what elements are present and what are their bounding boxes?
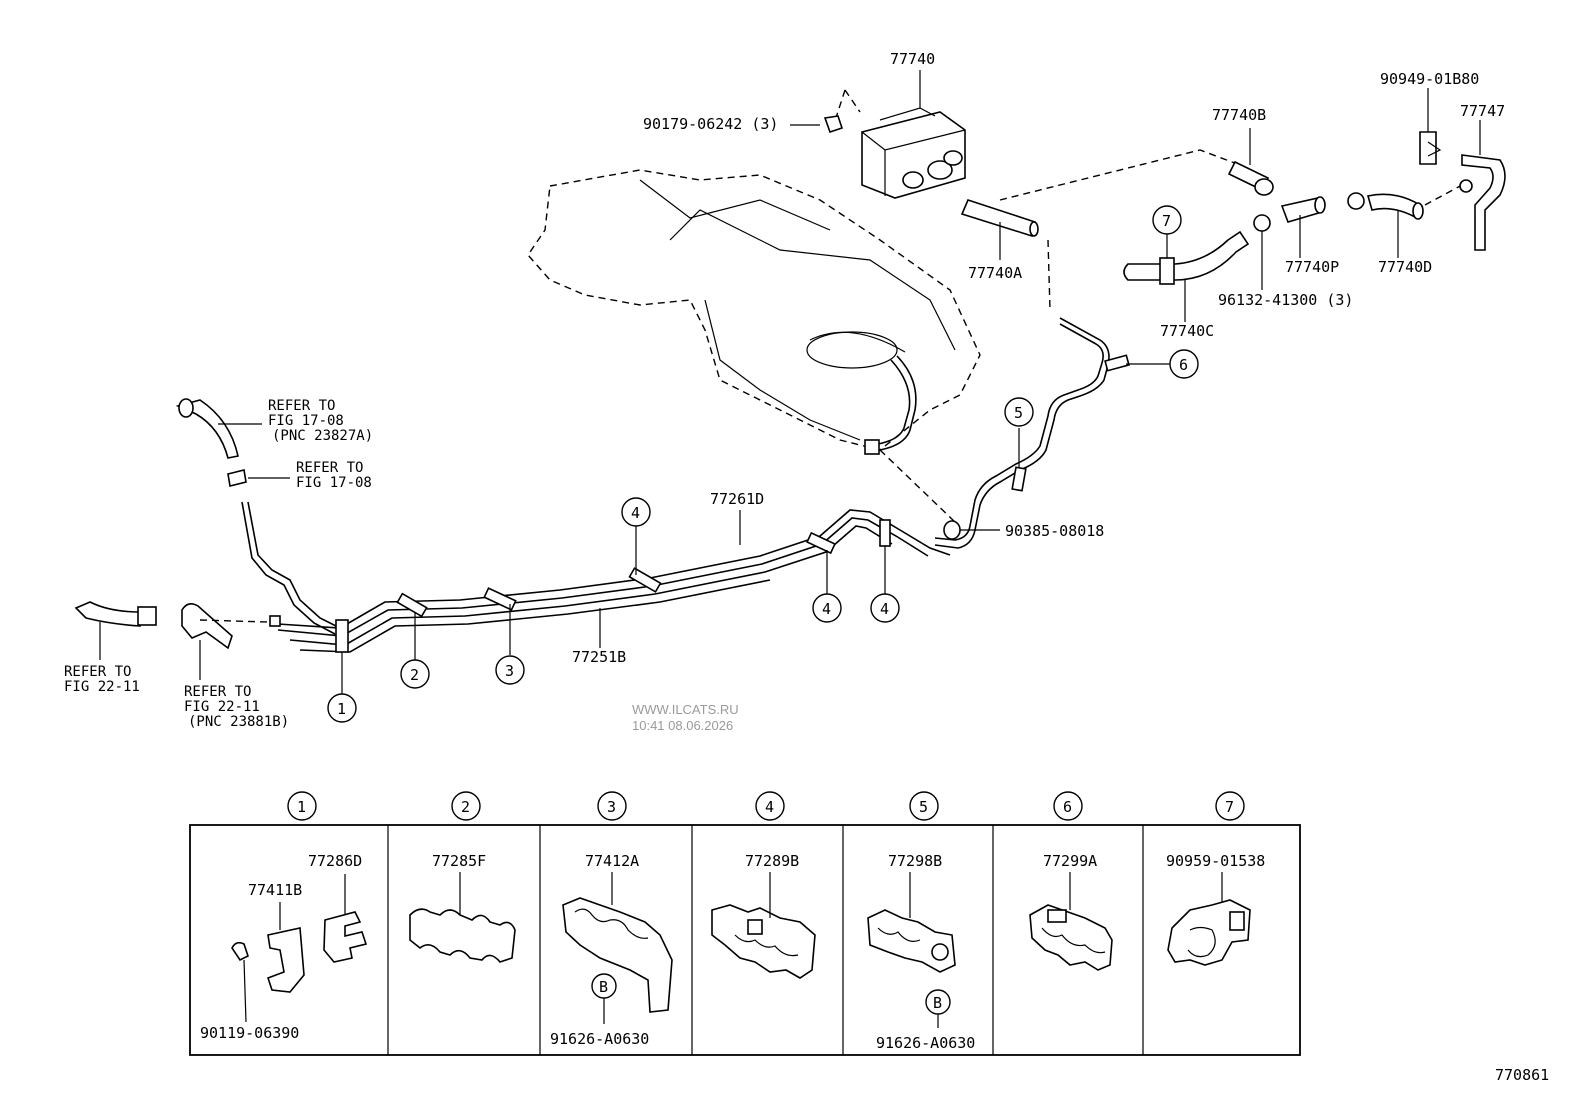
callout-6 <box>1169 349 1199 379</box>
callout-5 <box>1004 397 1034 427</box>
dashed-link-90385 <box>879 449 956 523</box>
panel-6-part-77299a: 77299A <box>1043 852 1097 870</box>
part-label-96132-41300: 96132-41300 (3) <box>1218 291 1353 309</box>
part-label-90949-01b80: 90949-01B80 <box>1380 70 1479 88</box>
callout-6-label: 6 <box>1179 356 1188 374</box>
callout-4-c <box>870 593 900 623</box>
grommet-90385 <box>943 520 1000 540</box>
panel-2-num: 2 <box>461 798 470 816</box>
ref4-line3: (PNC 23881B) <box>188 714 289 730</box>
dashed-link-down <box>1047 239 1051 311</box>
panel-3-part-91626-a0630: 91626-A0630 <box>550 1030 649 1048</box>
ref4-line1: REFER TO <box>184 684 251 700</box>
panel-1-part-77411b: 77411B <box>248 881 302 899</box>
panel-6-num: 6 <box>1063 798 1072 816</box>
panel-5-mark-b: B <box>933 994 942 1012</box>
callout-4-a-label: 4 <box>631 504 640 522</box>
panel-4-part-77289b: 77289B <box>745 852 799 870</box>
callout-4-a <box>621 497 651 527</box>
ref3-line1: REFER TO <box>64 664 131 680</box>
panel-7-part-90959-01538: 90959-01538 <box>1166 852 1265 870</box>
hose-77740c <box>1123 230 1250 322</box>
ref1-line3: (PNC 23827A) <box>272 428 373 444</box>
fuel-tank-outline <box>527 169 981 455</box>
detail-panel-7: 7 90959-01538 <box>1166 791 1265 966</box>
part-label-90179-06242: 90179-06242 (3) <box>643 115 778 133</box>
pipe-77747 <box>1459 120 1506 251</box>
detail-panel-5: 5 77298B B 91626-A0630 <box>867 791 975 1052</box>
clamp-96132 <box>1253 192 1365 290</box>
panel-1-num: 1 <box>297 798 306 816</box>
callout-2 <box>400 659 430 689</box>
ref3-line2: FIG 22-11 <box>64 679 140 695</box>
panel-3-part-77412a: 77412A <box>585 852 639 870</box>
ref1-line1: REFER TO <box>268 398 335 414</box>
detail-panel-1: 1 77286D 77411B 90119-06390 <box>200 791 368 1042</box>
detail-panel-2: 2 77285F <box>409 791 516 963</box>
part-label-77251b: 77251B <box>572 648 626 666</box>
hose-77740d <box>1366 184 1463 258</box>
detail-panel-4: 4 77289B <box>711 791 816 979</box>
hose-77740a <box>960 199 1039 260</box>
callout-3 <box>495 655 525 685</box>
callout-4-b <box>812 593 842 623</box>
detail-panel-6: 6 77299A <box>1029 791 1113 971</box>
callout-1 <box>327 693 357 723</box>
ref2-line2: FIG 17-08 <box>296 475 372 491</box>
hose-77740b <box>1227 128 1274 196</box>
nut-90179 <box>790 115 844 134</box>
detail-panel-3: 77412A 3 B 91626-A0630 <box>550 791 673 1048</box>
part-label-77740b: 77740B <box>1212 106 1266 124</box>
callout-4-b-label: 4 <box>822 600 831 618</box>
part-label-77740d: 77740D <box>1378 258 1432 276</box>
part-label-77261d: 77261D <box>710 490 764 508</box>
callout-7-main <box>1152 205 1182 235</box>
part-label-77740a: 77740A <box>968 264 1022 282</box>
callout-4-c-label: 4 <box>880 600 889 618</box>
watermark-line2: 10:41 08.06.2026 <box>632 718 733 733</box>
hose-77740p <box>1280 196 1326 258</box>
filler-hose-ref <box>175 398 262 459</box>
part-label-77747: 77747 <box>1460 102 1505 120</box>
panel-3-num: 3 <box>607 798 616 816</box>
callout-3-label: 3 <box>505 662 514 680</box>
figure-number: 770861 <box>1495 1066 1549 1084</box>
panel-7-num: 7 <box>1225 798 1234 816</box>
clip-ref <box>227 469 290 487</box>
callout-1-label: 1 <box>337 700 346 718</box>
part-label-77740c: 77740C <box>1160 322 1214 340</box>
charcoal-canister <box>831 89 966 199</box>
panel-4-num: 4 <box>765 798 774 816</box>
callout-7-main-label: 7 <box>1162 212 1171 230</box>
ref4-line2: FIG 22-11 <box>184 699 260 715</box>
callout-2-label: 2 <box>410 666 419 684</box>
vapor-line-right <box>934 317 1171 549</box>
bracket-ref <box>181 602 281 680</box>
panel-5-part-77298b: 77298B <box>888 852 942 870</box>
panel-3-mark-b: B <box>599 978 608 996</box>
panel-1-part-90119-06390: 90119-06390 <box>200 1024 299 1042</box>
part-label-77740p: 77740P <box>1285 258 1339 276</box>
panel-5-part-91626-a0630: 91626-A0630 <box>876 1034 975 1052</box>
dashed-link-canister <box>999 149 1241 201</box>
part-label-90385-08018: 90385-08018 <box>1005 522 1104 540</box>
part-label-77740: 77740 <box>890 50 935 68</box>
bracket-90949 <box>1419 88 1442 165</box>
detail-panel-frame <box>189 824 1301 1056</box>
pump-hose-ref <box>74 601 157 660</box>
watermark-line1: WWW.ILCATS.RU <box>632 702 739 717</box>
panel-5-num: 5 <box>919 798 928 816</box>
callout-5-label: 5 <box>1014 404 1023 422</box>
panel-2-part-77285f: 77285F <box>432 852 486 870</box>
ref1-line2: FIG 17-08 <box>268 413 344 429</box>
panel-1-part-77286d: 77286D <box>308 852 362 870</box>
ref2-line1: REFER TO <box>296 460 363 476</box>
main-fuel-lines <box>241 501 951 695</box>
